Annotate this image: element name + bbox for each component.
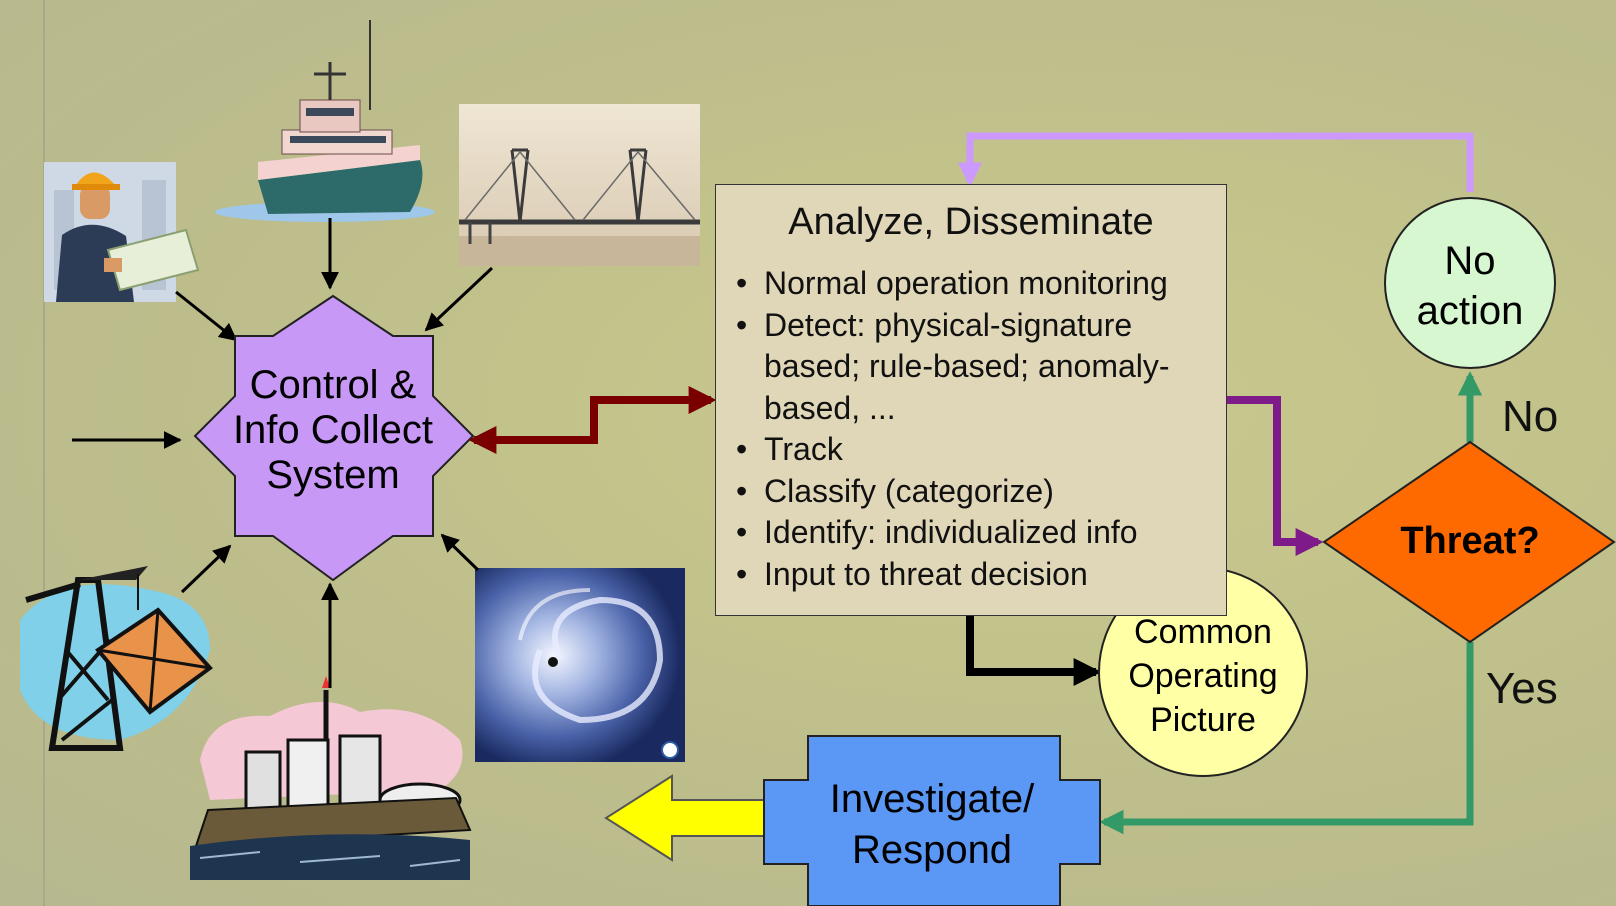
- arrow-hub-analyze: [468, 386, 717, 454]
- arrow-noaction-to-analyze: [957, 132, 1474, 192]
- analyze-bullet-2: Detect: physical-signature: [728, 305, 1214, 347]
- cop-line3: Picture: [1150, 701, 1256, 740]
- threat-diamond: [1322, 440, 1616, 644]
- analyze-bullet-list: Normal operation monitoring Detect: phys…: [728, 263, 1214, 595]
- no-action-circle: [1384, 197, 1556, 369]
- no-action-label: No action: [1390, 236, 1550, 336]
- worker-icon: [44, 162, 200, 302]
- respond-plaque: [763, 735, 1101, 906]
- hub-label: Control & Info Collect System: [223, 363, 443, 497]
- no-action-line2: action: [1416, 289, 1524, 333]
- arrow-analyze-to-cop: [966, 616, 1102, 686]
- analyze-box: Analyze, Disseminate Normal operation mo…: [715, 184, 1227, 616]
- arrow-bridge-to-hub: [424, 266, 494, 332]
- respond-line1: Investigate/: [829, 777, 1035, 821]
- arrow-worker-to-hub: [175, 290, 238, 342]
- cop-label: Common Operating Picture: [1103, 610, 1303, 743]
- arrow-analyze-to-threat: [1227, 396, 1324, 556]
- analyze-bullet-2-cont2: based, ...: [764, 389, 896, 426]
- ship-icon: [215, 20, 435, 222]
- crane-icon: [20, 566, 213, 751]
- cop-line2: Operating: [1128, 657, 1278, 696]
- analyze-bullet-1: Normal operation monitoring: [728, 263, 1214, 305]
- cop-line1: Common: [1134, 613, 1272, 651]
- edge-label-yes: Yes: [1486, 664, 1558, 713]
- hurricane-icon: [475, 568, 685, 762]
- analyze-bullet-4: Classify (categorize): [728, 471, 1214, 513]
- arrow-respond-output: [604, 774, 765, 862]
- hub-label-line2: Info Collect: [232, 407, 434, 452]
- refinery-icon: [190, 676, 472, 880]
- no-action-line1: No: [1444, 239, 1496, 283]
- arrow-hurricane-to-hub: [440, 533, 480, 572]
- edge-label-no: No: [1502, 392, 1559, 441]
- analyze-bullet-6: Input to threat decision: [728, 554, 1214, 596]
- hub-star-shape: [193, 294, 475, 582]
- analyze-bullet-3: Track: [728, 429, 1214, 471]
- respond-line2: Respond: [851, 828, 1013, 873]
- analyze-bullet-5: Identify: individualized info: [728, 512, 1214, 554]
- analyze-bullet-2-cont1: based; rule-based; anomaly-: [764, 348, 1170, 384]
- hub-label-line3: System: [266, 452, 400, 497]
- bridge-icon: [459, 104, 700, 266]
- respond-label: Investigate/ Respond: [800, 774, 1064, 876]
- arrow-threat-to-respond: [1099, 642, 1474, 835]
- hub-label-line1: Control &: [249, 363, 417, 407]
- threat-label: Threat?: [1400, 520, 1540, 562]
- arrow-crane-to-hub: [180, 544, 232, 594]
- analyze-title: Analyze, Disseminate: [788, 201, 1154, 243]
